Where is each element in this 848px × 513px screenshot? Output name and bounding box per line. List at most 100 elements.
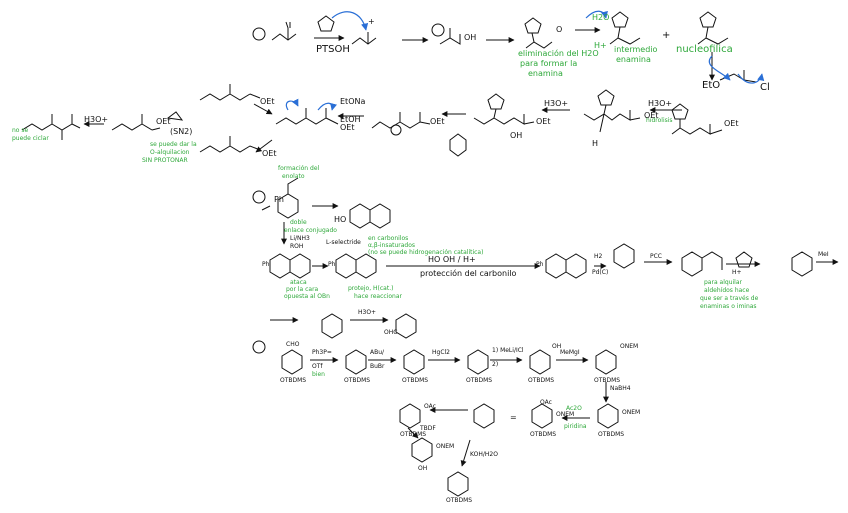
reagent-r4-b: 2) [492, 361, 499, 368]
section-2-structures [252, 177, 813, 339]
enolate-note-2: enolato [282, 173, 305, 180]
otbdms-label-7: OTBDMS [598, 431, 625, 438]
chloride-label: Cl [760, 82, 770, 93]
ester-label-1: OEt [724, 119, 739, 128]
onem-label-3: ONEM [556, 411, 575, 418]
reagent-h3o-1: H3O+ [648, 99, 673, 108]
reagent-li-nh3: Li/NH3 [290, 235, 310, 242]
step-circle-3 [252, 340, 266, 354]
ester-label-7: OEt [262, 149, 277, 158]
reagent-roh: ROH [290, 243, 304, 250]
ester-label-3: OEt [536, 117, 551, 126]
ester-label-5: OEt [340, 123, 355, 132]
alcohol-label: OH [510, 131, 523, 140]
reagent-pcc: PCC [650, 253, 662, 260]
section-3-structures [252, 340, 619, 497]
phenyl-label-1: Ph [274, 195, 284, 204]
phenyl-label-3: Ph [328, 261, 336, 268]
section-1-arrows [83, 27, 715, 153]
reagent-r2-a: ABu/ [370, 349, 385, 356]
section-3-arrows [310, 357, 609, 467]
section-2-arrows [270, 203, 839, 323]
proton-label: H+ [594, 41, 607, 50]
oac-label-2: OAc [424, 403, 436, 410]
otbdms-label-2: OTBDMS [344, 377, 371, 384]
otbdms-label-3: OTBDMS [402, 377, 429, 384]
reagent-r2-b: BuBr [370, 363, 385, 370]
attack-note-3: opuesta al OBn [284, 293, 330, 300]
onem-label-1: ONEM [620, 343, 639, 350]
lselectride-note-1: en carbonilos [368, 235, 409, 242]
oh-h-label: H [592, 139, 599, 148]
reagent-r1-b: OTf [312, 363, 323, 370]
reagent-r6: NaBH4 [610, 385, 631, 392]
reagent-mei: MeI [818, 251, 829, 258]
lselectride-note-2: α,β-insaturados [368, 242, 416, 249]
onem-label-2: ONEM [622, 409, 641, 416]
ester-label-8: OEt [156, 117, 171, 126]
water-label: H2O [592, 13, 610, 22]
hydrolysis-note: hidrolisis [646, 117, 673, 124]
otbdms-label-10: OTBDMS [446, 497, 473, 504]
no-protonate-note: SIN PROTONAR [142, 157, 188, 164]
cho-label: CHO [286, 341, 300, 348]
reagent-r5: MeMgI [560, 349, 580, 356]
curly-arrow-6 [737, 73, 765, 84]
nucleophilic-note: nucleofilica [676, 44, 733, 55]
reagent-r3: HgCl2 [432, 349, 450, 356]
lselectride-note-3: (no se puede hidrogenación catalítica) [368, 249, 484, 256]
elimination-note-3: enamina [528, 69, 563, 78]
reagent-pdc: Pd(C) [592, 269, 609, 276]
section-1-structures [21, 11, 757, 157]
alkylate-note-3: que ser a través de [700, 295, 759, 302]
reagent-h3o-s2: H3O+ [358, 309, 377, 316]
onem-label-4: ONEM [436, 443, 455, 450]
equals-sign: = [510, 413, 517, 422]
curly-arrow-2 [585, 10, 608, 19]
enamine-intermediate-note: intermedio [614, 45, 658, 54]
ac2o-label-1: Ac2O [566, 405, 582, 412]
reagent-h3o-3: H3O+ [84, 115, 109, 124]
ester-label-4: OEt [430, 117, 445, 126]
reagent-h-plus: H+ [732, 269, 742, 276]
pyrrolidine-ring [317, 15, 335, 32]
alkylate-note-4: enaminas o iminas [700, 303, 757, 310]
reagent-r1-note: bien [312, 371, 325, 378]
ester-label-2: OEt [644, 111, 659, 120]
plus-sign: + [662, 30, 671, 41]
curly-arrow-1 [331, 11, 369, 31]
section-1-curly-arrows [285, 10, 765, 111]
reagent-protect: HO OH / H+ [428, 255, 476, 264]
oxonium-label: O [556, 25, 563, 34]
attack-note-2: por la cara [286, 286, 319, 293]
otbdms-label-8: OTBDMS [530, 431, 557, 438]
iminium-plus: + [368, 17, 375, 26]
arrow-s3-10 [460, 439, 471, 467]
curly-arrow-3 [708, 55, 731, 81]
otbdms-label-5: OTBDMS [528, 377, 555, 384]
elimination-note-1: eliminación del H2O [518, 49, 599, 58]
reagent-h2: H2 [594, 253, 603, 260]
double-bond-note-1: doble [290, 219, 307, 226]
ketone-skeleton [271, 21, 297, 41]
hydroxy-product-label: HO [334, 215, 347, 224]
arrow-res-bottom [255, 139, 273, 153]
ester-label-6: OEt [260, 97, 275, 106]
otbdms-label-9: OTBDMS [400, 431, 427, 438]
ethoxy-label: EtO [702, 80, 721, 91]
otbdms-label-6: OTBDMS [594, 377, 621, 384]
reagent-r8: KOH/H2O [470, 451, 498, 458]
curly-arrow-5 [317, 102, 338, 111]
sn2-note-1: se puede dar la [150, 141, 197, 148]
reagent-h3o-2: H3O+ [544, 99, 569, 108]
reagent-protect-note: protección del carbonilo [420, 269, 517, 278]
reagent-etona: EtONa [340, 97, 366, 106]
step-circle-1 [252, 27, 266, 41]
step-circle-2 [252, 190, 266, 204]
hydroxyl-label: OH [464, 33, 477, 42]
protect-note-1: protejo, H(cat.) [348, 285, 394, 292]
reagent-sn2: (SN2) [170, 127, 193, 136]
elimination-note-2: para formar la [520, 59, 578, 68]
